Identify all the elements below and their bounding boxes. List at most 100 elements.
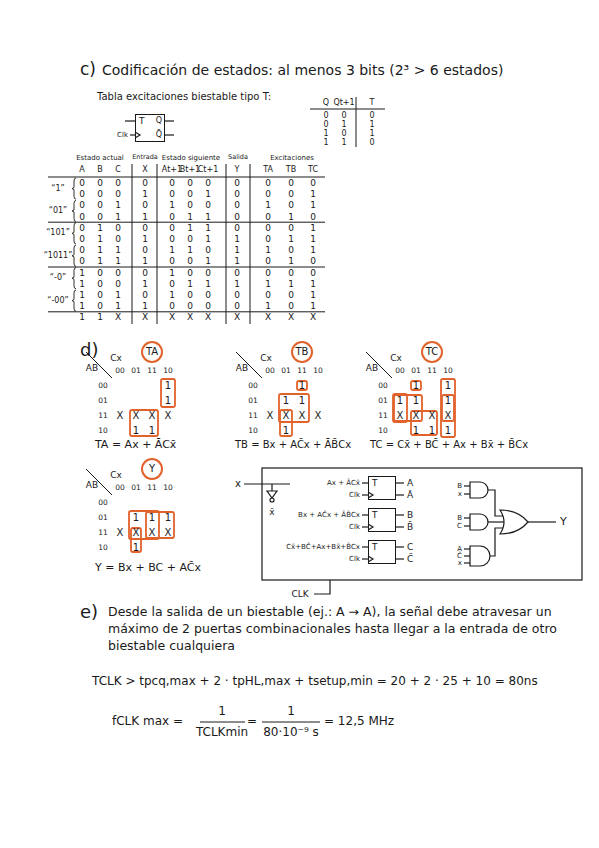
table-cell: X [265,312,271,322]
table-header: Ct+1 [198,165,219,174]
pin-name: T [139,116,145,126]
table-cell: 1 [169,267,175,277]
kmap-axis: Cx [110,353,122,363]
signal-name: C [457,522,462,530]
table-cell: 1 [234,234,240,244]
state-code: “01” [49,206,67,215]
equation: TC = Cx̄ + BC̄ + Ax + Bx̄ + B̄Cx [370,439,528,451]
signal-name: B [407,510,413,520]
table-cell: 1 [310,279,316,289]
t-flip-flop: T [368,508,396,532]
table-cell: 0 [169,189,175,199]
table-cell: 1 [115,211,121,221]
table-cell: 1 [265,279,271,289]
pin-name: Q [156,116,162,125]
kmap-index: 01 [281,367,291,376]
kmap-index: 00 [248,381,258,390]
table-cell: 0 [187,234,193,244]
table-header: Salida [228,154,248,161]
kmap-cell: X [413,410,420,422]
table-cell: 1 [234,256,240,266]
kmap-cell: 1 [283,425,289,437]
section-letter: d) [80,340,98,361]
table-cell: 1 [288,234,294,244]
table-cell: 0 [288,267,294,277]
kmap-group [279,394,309,422]
table-cell: 1 [79,267,85,277]
pin-name: Clk [349,555,360,563]
table-cell: 1 [97,234,103,244]
kmap-cell: X [117,527,124,539]
table-cell: X [205,312,211,322]
kmap-index: 01 [131,484,141,493]
table-cell: 0 [234,211,240,221]
kmap-group [393,394,407,422]
table-cell: 0 [288,301,294,311]
table-cell: 1 [205,279,211,289]
kmap-index: 11 [427,367,437,376]
table-cell: 0 [265,267,271,277]
table-cell: 0 [115,234,121,244]
pin-name: Q̄ [156,130,162,139]
kmap-cell: 1 [397,395,403,407]
kmap-cell: X [165,527,172,539]
state-code: “-00” [47,296,68,305]
table-header: Entrada [132,154,158,161]
table-cell: 0 [369,138,374,147]
kmap-group [280,410,292,436]
kmap-corner [236,352,262,378]
table-cell: 0 [187,267,193,277]
table-cell: 1 [142,211,148,221]
note-text: Tabla excitaciones biestable tipo T: [97,91,271,103]
table-header: Bt+1 [180,165,200,174]
label-circle: TC [421,341,443,363]
table-header: Estado actual [76,154,124,162]
kmap-axis: AB [236,363,248,373]
kmap-index: 00 [98,498,108,507]
table-cell: 0 [234,189,240,199]
kmap-cell: 1 [283,395,289,407]
table-cell: 0 [79,200,85,210]
table-cell: 0 [115,223,121,233]
table-cell: 1 [288,256,294,266]
kmap-index: 00 [115,367,125,376]
pin-name: Clk [349,523,360,531]
table-header: A [79,165,84,174]
table-cell: 0 [265,189,271,199]
table-cell: 1 [97,223,103,233]
table-cell: 0 [310,178,316,188]
signal-name: B [457,514,462,522]
table-cell: 0 [288,290,294,300]
table-cell: 1 [97,245,103,255]
kmap-group [441,379,455,437]
kmap-index: 11 [378,411,388,420]
kmap-index: 11 [98,411,108,420]
table-header: X [142,165,147,174]
kmap-cell: 1 [445,380,451,392]
table-cell: 1 [79,301,85,311]
kmap-index: 10 [248,426,258,435]
signal-name: C̄ [407,554,413,564]
kmap-cell: 1 [299,380,305,392]
label-circle: Y [141,458,163,480]
table-header: Excitaciones [270,154,314,162]
signal-name: B̄ [407,522,413,532]
table-cell: 0 [97,279,103,289]
kmap-cell: 1 [413,395,419,407]
signal-name: C̄ [457,552,462,560]
table-cell: 0 [310,211,316,221]
circle-label: TC [426,346,439,358]
pin-name: T [372,542,378,552]
kmap-index: 10 [443,367,453,376]
circle-label: TA [146,346,158,358]
table-cell: 1 [79,290,85,300]
table-cell: 1 [169,290,175,300]
input-expression: Cx̄+BC̄+Ax+Bx̄+B̄Cx [286,543,360,551]
kmap-index: 01 [378,396,388,405]
table-cell: 0 [142,290,148,300]
kmap-cell: 1 [149,425,155,437]
table-header: At+1 [162,165,182,174]
formula: = 12,5 MHz [324,715,394,729]
table-cell: 0 [79,211,85,221]
